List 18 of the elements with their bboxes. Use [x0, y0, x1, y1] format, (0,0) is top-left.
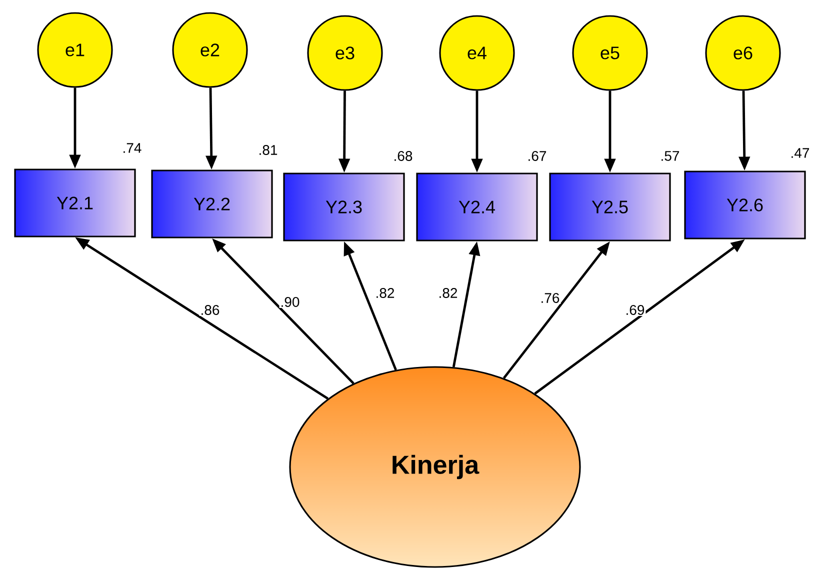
edge-label: .69	[624, 304, 646, 316]
edge-label: .82	[374, 287, 396, 299]
edge-label: .76	[539, 292, 561, 304]
edge-label: .82	[437, 287, 459, 299]
indicator-box: Y2.6	[684, 170, 806, 240]
edge-label: .90	[279, 296, 301, 308]
value-label: .81	[260, 145, 278, 155]
indicator-box: Y2.4	[416, 172, 538, 242]
value-label: .74	[124, 143, 142, 153]
indicator-box: Y2.2	[151, 170, 273, 238]
indicator-box: Y2.1	[14, 168, 136, 238]
indicator-box: Y2.5	[549, 172, 671, 242]
value-label: .68	[394, 151, 412, 161]
value-label: .67	[528, 151, 546, 161]
value-label: .47	[792, 148, 810, 158]
edge-label: .86	[199, 304, 221, 316]
indicator-box: Y2.3	[283, 172, 405, 242]
value-label: .57	[662, 151, 680, 161]
